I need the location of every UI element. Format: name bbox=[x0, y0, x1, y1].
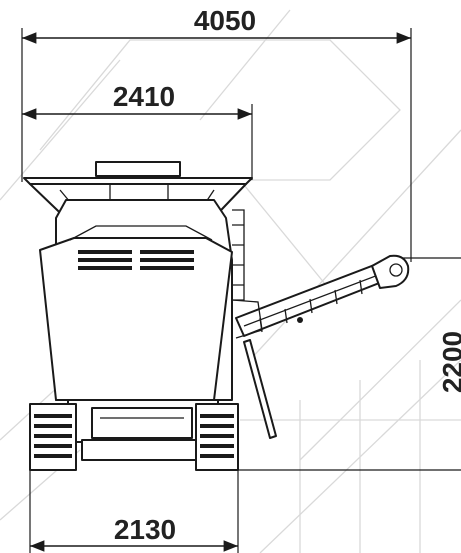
undercarriage bbox=[29, 399, 239, 471]
left-track bbox=[29, 403, 77, 471]
dimension-track-width: 2130 bbox=[29, 460, 239, 553]
side-conveyor bbox=[231, 254, 410, 439]
dimension-overall-width: 4050 bbox=[21, 5, 412, 262]
discharge-height-label: 2200 bbox=[437, 331, 461, 393]
hopper-width-label: 2410 bbox=[113, 81, 175, 112]
dimension-discharge-height: 2200 bbox=[236, 257, 461, 471]
vent-grille bbox=[78, 250, 194, 270]
right-track bbox=[195, 403, 239, 471]
track-width-label: 2130 bbox=[114, 514, 176, 545]
machine-body bbox=[39, 199, 245, 401]
dimension-hopper-width: 2410 bbox=[21, 81, 253, 180]
overall-width-label: 4050 bbox=[194, 5, 256, 36]
